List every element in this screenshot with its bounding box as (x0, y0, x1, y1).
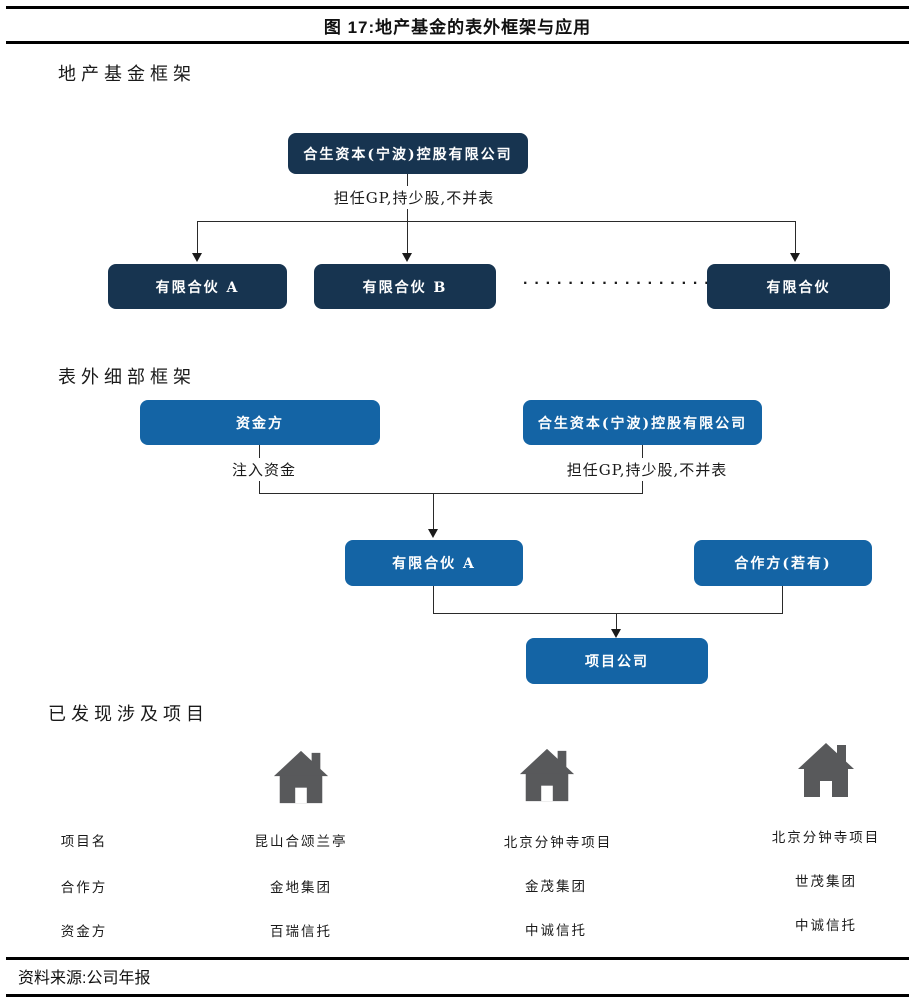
figure-title: 图 17:地产基金的表外框架与应用 (323, 18, 592, 37)
connector-line (197, 221, 198, 254)
ellipsis-dots: ·················· (523, 275, 727, 292)
row-label-funder: 资金方 (60, 924, 108, 940)
project1-funder: 百瑞信托 (270, 924, 332, 940)
connector-line (795, 221, 796, 254)
connector-line (433, 493, 434, 530)
connector-line (782, 586, 783, 613)
project1-partner: 金地集团 (270, 880, 332, 896)
connector-line (407, 174, 408, 254)
inject-capital-label: 注入资金 (190, 458, 338, 481)
arrowhead-icon (611, 629, 621, 638)
row-label-project: 项目名 (60, 834, 108, 850)
partnership-a-box: 有限合伙 A (108, 264, 287, 309)
project2-name: 北京分钟寺项目 (503, 835, 613, 851)
project2-partner: 金茂集团 (525, 879, 587, 895)
bottom-rule (6, 994, 909, 997)
source-top-rule (6, 957, 909, 960)
partnership-b-box: 有限合伙 B (314, 264, 496, 309)
partnership-n-box: 有限合伙 (707, 264, 890, 309)
source-note: 资料来源:公司年报 (18, 970, 151, 987)
gp-edge-label2: 担任GP,持少股,不并表 (543, 458, 751, 481)
section2-heading: 表外细部框架 (58, 367, 196, 388)
project-company-box: 项目公司 (526, 638, 708, 684)
connector-line (616, 613, 617, 630)
project3-name: 北京分钟寺项目 (771, 830, 881, 846)
project3-partner: 世茂集团 (795, 874, 857, 890)
section3-heading: 已发现涉及项目 (48, 704, 209, 725)
connector-line (259, 493, 643, 494)
section1-heading: 地产基金框架 (58, 64, 196, 85)
arrowhead-icon (790, 253, 800, 262)
arrowhead-icon (428, 529, 438, 538)
top-rule (6, 6, 909, 9)
connector-line (433, 586, 434, 613)
title-bottom-rule (6, 41, 909, 44)
parent-company-box: 合生资本(宁波)控股有限公司 (288, 133, 528, 174)
connector-line (433, 613, 783, 614)
connector-line (197, 221, 796, 222)
arrowhead-icon (402, 253, 412, 262)
row-label-partner: 合作方 (60, 880, 108, 896)
arrowhead-icon (192, 253, 202, 262)
co-partner-box: 合作方(若有) (694, 540, 872, 586)
project1-name: 昆山合颂兰亭 (254, 834, 348, 850)
house-icon (798, 743, 854, 797)
house-icon (273, 750, 329, 804)
project3-funder: 中诚信托 (795, 918, 857, 934)
project2-funder: 中诚信托 (525, 923, 587, 939)
house-icon (519, 748, 575, 802)
gp-edge-label: 担任GP,持少股,不并表 (310, 186, 518, 209)
partnership-a2-box: 有限合伙 A (345, 540, 523, 586)
parent-company-box2: 合生资本(宁波)控股有限公司 (523, 400, 762, 445)
capital-provider-box: 资金方 (140, 400, 380, 445)
